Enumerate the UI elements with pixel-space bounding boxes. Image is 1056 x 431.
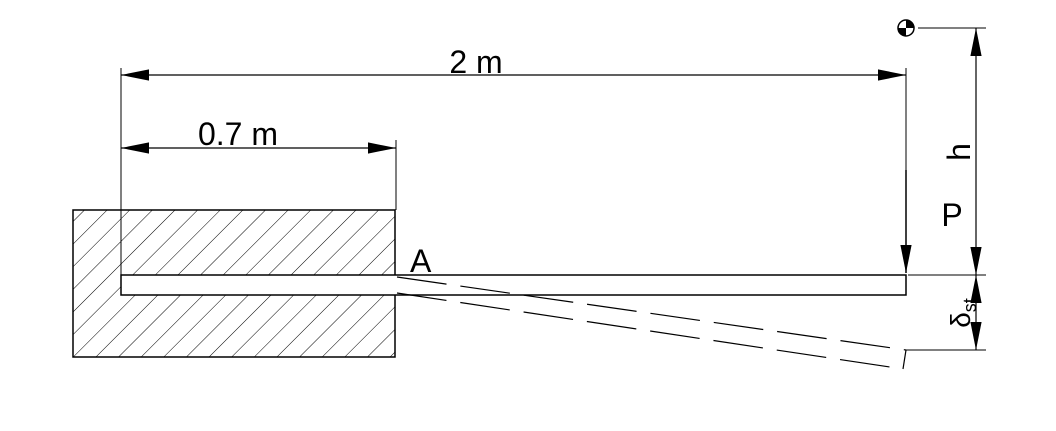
- deflection-symbol: δ: [945, 312, 976, 328]
- beam: [120, 274, 907, 296]
- center-of-mass-icon: [897, 19, 915, 37]
- load-label: P: [941, 197, 962, 233]
- deflected-beam-end: [902, 349, 907, 370]
- drop-height-label: h: [941, 143, 977, 161]
- deflection-subscript: st: [960, 298, 980, 312]
- span-total-label: 2 m: [449, 44, 502, 80]
- deflection-label: δst: [945, 298, 980, 328]
- point-a-label: A: [410, 243, 432, 279]
- svg-text:δst: δst: [945, 298, 980, 328]
- span-embedded-label: 0.7 m: [198, 116, 278, 152]
- deflected-beam: [396, 276, 907, 370]
